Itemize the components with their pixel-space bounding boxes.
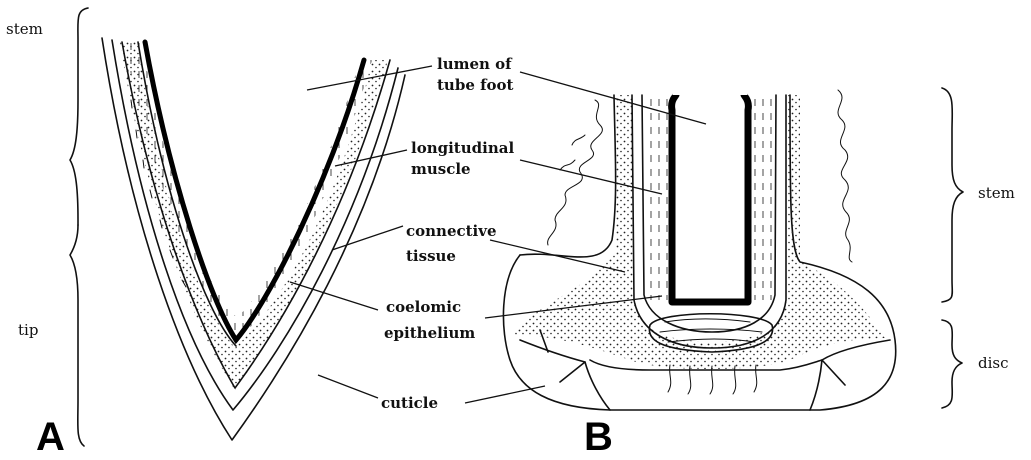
- label-lumen-line2: tube foot: [437, 76, 514, 94]
- leader-muscle-b: [520, 160, 662, 194]
- panel-b-braces: [942, 88, 963, 408]
- label-muscle-line1: longitudinal: [411, 139, 514, 157]
- tip-brace-a: [70, 225, 84, 446]
- connective-tissue-b: [512, 95, 885, 369]
- label-coelomic-line2: epithelium: [384, 324, 475, 342]
- panel-a-braces: [70, 8, 88, 446]
- stem-brace-a: [70, 8, 88, 225]
- label-connective-line2: tissue: [406, 247, 456, 265]
- stem-brace-b: [942, 88, 963, 302]
- panel-a-drawing: [102, 38, 405, 440]
- label-cuticle: cuticle: [381, 394, 438, 412]
- label-muscle-line2: muscle: [411, 160, 471, 178]
- leader-cuticle-a: [318, 375, 378, 398]
- leader-connective-b: [490, 240, 625, 272]
- label-coelomic-line1: coelomic: [386, 298, 461, 316]
- label-disc-b: disc: [978, 354, 1009, 372]
- panel-b-drawing: [503, 90, 895, 410]
- panel-letter-a: A: [36, 415, 65, 459]
- label-lumen-line1: lumen of: [437, 55, 513, 73]
- leader-cuticle-b: [465, 386, 545, 403]
- label-tip-a: tip: [18, 321, 38, 339]
- muscle-layer-b: [645, 95, 774, 300]
- label-connective-line1: connective: [406, 222, 497, 240]
- label-stem-a: stem: [6, 20, 43, 38]
- wavy-fold-right: [838, 90, 852, 262]
- label-stem-b: stem: [978, 184, 1015, 202]
- disc-brace-b: [942, 320, 962, 408]
- panel-letter-b: B: [584, 415, 613, 459]
